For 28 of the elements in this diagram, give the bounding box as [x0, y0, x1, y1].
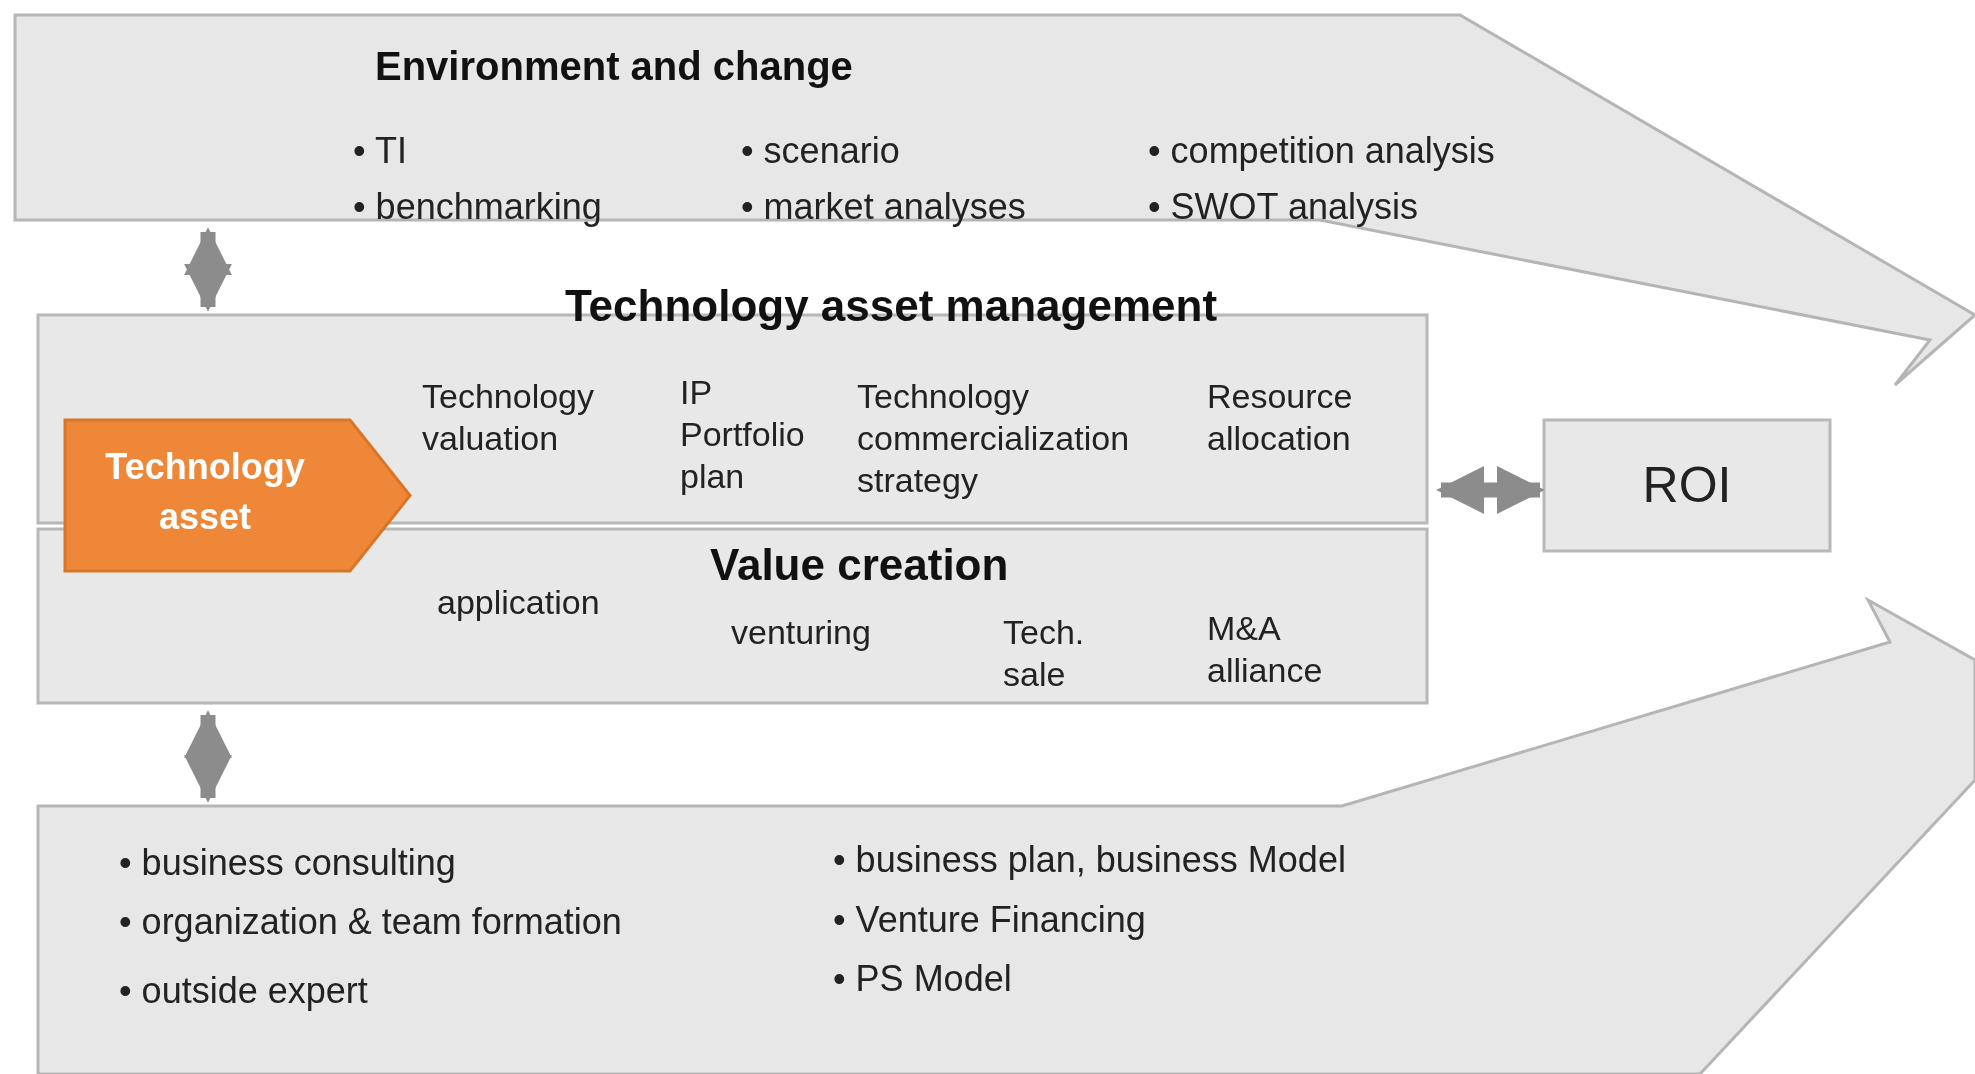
bullet-item: • Venture Financing [833, 898, 1146, 942]
bullet-item: • organization & team formation [119, 900, 622, 944]
bullet-item: • PS Model [833, 957, 1012, 1001]
bullet-item: • market analyses [741, 185, 1026, 229]
item-label: IP Portfolio plan [680, 372, 806, 497]
bullet-item: • scenario [741, 129, 900, 173]
tag-label: Technology asset [104, 445, 306, 539]
item-label: Tech. sale [1003, 612, 1086, 695]
bullet-item: • business plan, business Model [833, 838, 1346, 882]
double-arrow [184, 710, 232, 803]
item-label: venturing [731, 612, 872, 653]
bullet-item: • outside expert [119, 969, 368, 1013]
heading: Value creation [710, 539, 1009, 591]
heading: Technology asset management [565, 280, 1218, 332]
bullet-item: • TI [353, 129, 407, 173]
bullet-item: • SWOT analysis [1148, 185, 1418, 229]
item-label: Technology commercialization strategy [857, 376, 1131, 501]
item-label: application [437, 582, 601, 623]
result-label: ROI [1641, 456, 1733, 515]
item-label: Resource allocation [1207, 376, 1354, 459]
item-label: Technology valuation [422, 376, 595, 459]
heading: Environment and change [375, 43, 853, 90]
double-arrow [1436, 466, 1545, 514]
bullet-item: • competition analysis [1148, 129, 1495, 173]
bullet-item: • business consulting [119, 841, 456, 885]
double-arrow [184, 227, 232, 312]
item-label: M&A alliance [1207, 608, 1324, 691]
bullet-item: • benchmarking [353, 185, 602, 229]
